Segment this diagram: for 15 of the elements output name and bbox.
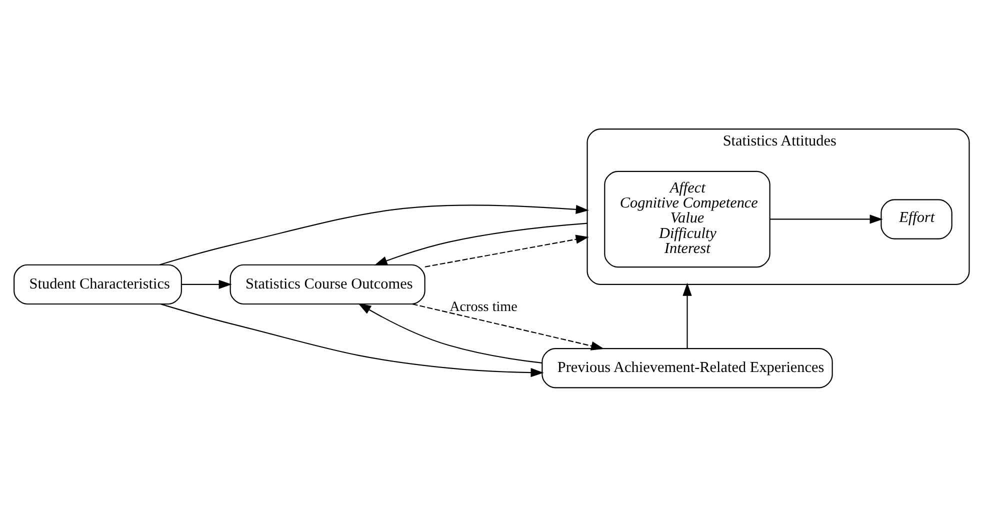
arrow <box>160 204 589 266</box>
node-box: Student Characteristics <box>14 264 182 305</box>
arrow <box>682 282 692 348</box>
arrow <box>770 214 883 224</box>
arrow <box>412 304 604 350</box>
node-box: Previous Achievement-Related Experiences <box>542 348 833 388</box>
edge-label: Across time <box>450 298 518 315</box>
arrow <box>358 303 542 364</box>
node-box: Statistics Course Outcomes <box>230 264 426 305</box>
node-box: Effort <box>880 199 952 240</box>
arrow <box>182 280 232 289</box>
arrow <box>160 304 544 378</box>
arrow <box>374 222 588 266</box>
arrow <box>424 234 589 268</box>
node-box: Affect Cognitive Competence Value Difficulty Interest <box>604 170 770 268</box>
